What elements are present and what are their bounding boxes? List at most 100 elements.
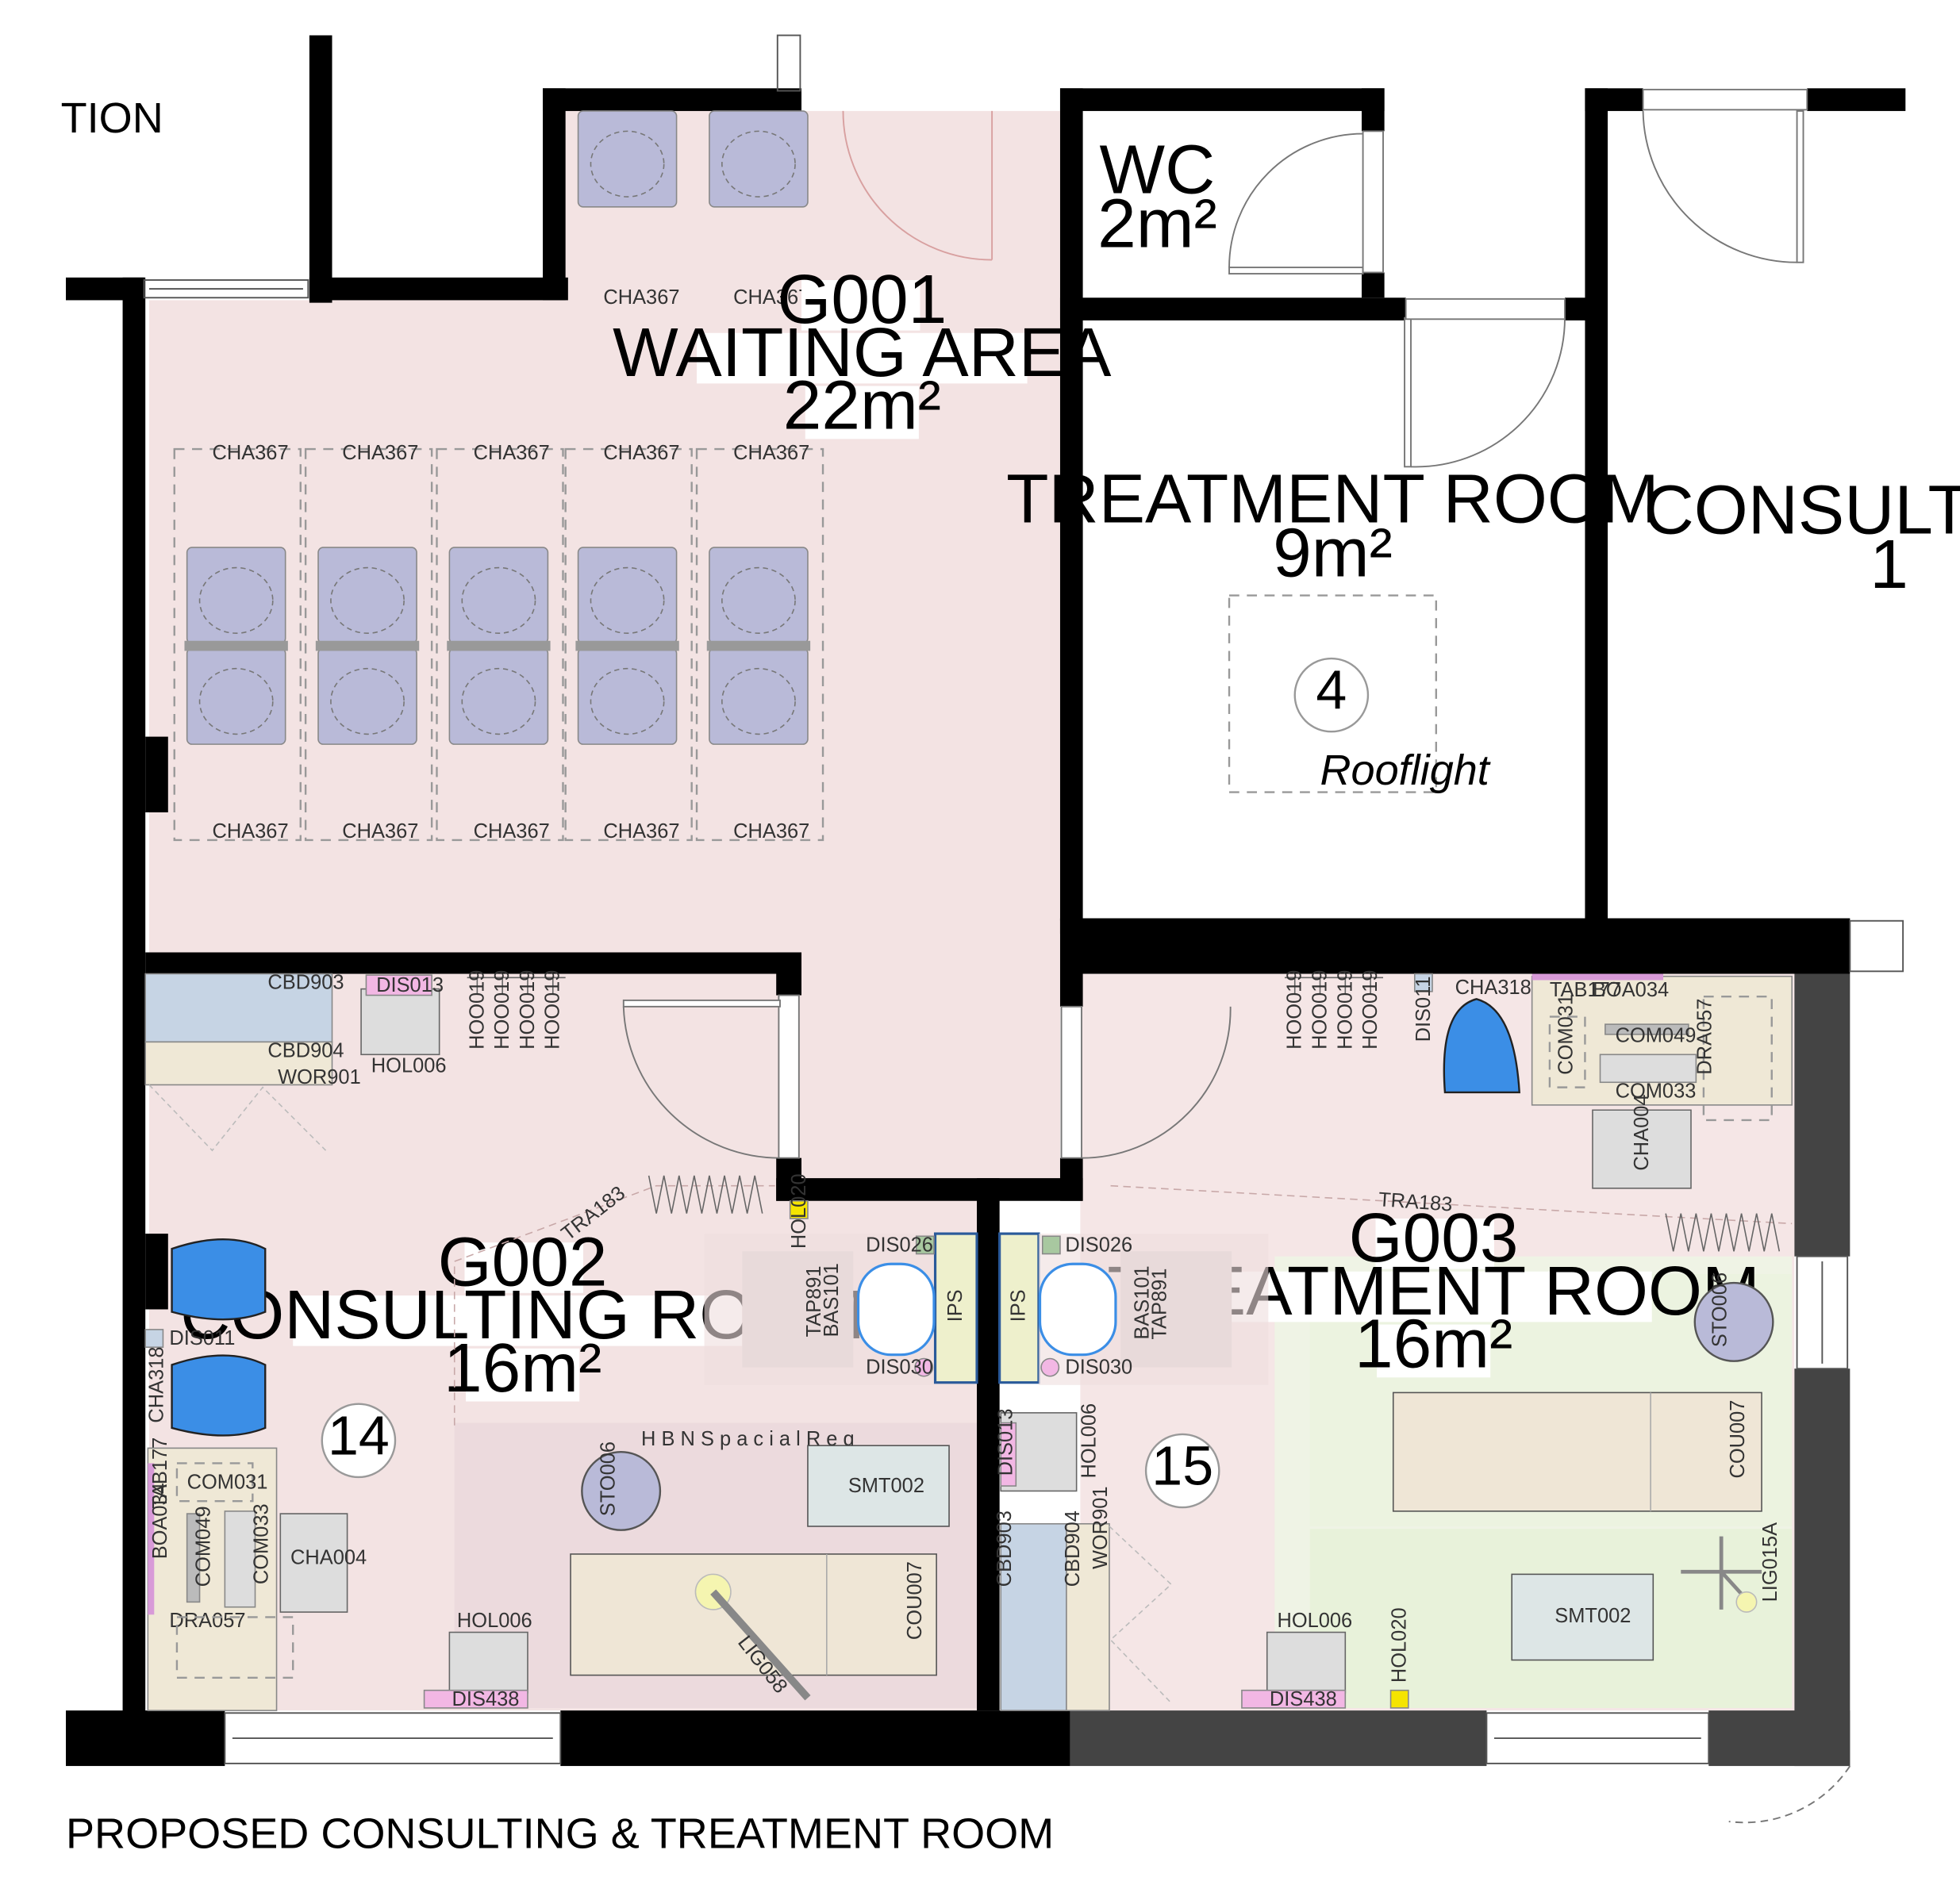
chair-label: CHA004 [1631, 1094, 1653, 1170]
chair-clearance-zone [173, 447, 302, 842]
wall [776, 1178, 1083, 1201]
chair-label: CHA318 [1455, 977, 1531, 999]
wall [1059, 88, 1385, 111]
g001-area: 22m² [783, 367, 941, 444]
wall [309, 35, 332, 303]
computer-label: COM031 [1555, 994, 1578, 1075]
curtain-label: TRA183 [1378, 1188, 1453, 1215]
lamp-head [1735, 1591, 1758, 1613]
cupboard [144, 973, 333, 1043]
chair-label: CHA367 [603, 820, 679, 843]
tap-zone [742, 1251, 854, 1368]
wall [1070, 1710, 1487, 1767]
wall [543, 88, 566, 301]
hook-label: HOO019 [491, 970, 513, 1050]
room-marker [1144, 1433, 1220, 1509]
door-frame [778, 994, 800, 1159]
trolley-label: SMT002 [848, 1475, 924, 1497]
chair-clearance-zone [695, 447, 824, 842]
chair-label: CHA367 [733, 442, 809, 464]
curtain [648, 1175, 763, 1214]
label-bg [293, 1295, 750, 1346]
tap-label: TAP891 [1149, 1269, 1171, 1340]
worktop [1066, 1522, 1110, 1711]
holder-wall [1389, 1689, 1409, 1709]
waiting-chair [317, 647, 417, 745]
hook-label: HOO019 [517, 970, 539, 1050]
couch-label: COU007 [1727, 1400, 1749, 1479]
walls [66, 35, 1906, 1767]
door-swing [842, 110, 993, 261]
stool [581, 1450, 662, 1531]
wall [1059, 1157, 1083, 1201]
dispenser-label: DIS030 [866, 1357, 933, 1379]
partial-consult-label: CONSULT [1644, 471, 1960, 549]
stool-label: STO006 [1709, 1272, 1731, 1347]
waiting-chair [186, 547, 286, 644]
worktop-label: WOR901 [278, 1066, 361, 1088]
visitor-chair [171, 1238, 267, 1321]
g002-code: G002 [438, 1223, 608, 1300]
window [1485, 1712, 1710, 1764]
wall [1807, 88, 1906, 111]
desk [1531, 975, 1793, 1106]
hook-label: HOO019 [542, 970, 564, 1050]
notice-board [148, 1463, 155, 1615]
monitor-label: COM049 [1616, 1024, 1697, 1046]
door-swing [1642, 110, 1797, 263]
dispenser-label: DIS438 [452, 1688, 520, 1710]
windows [143, 34, 1904, 1764]
hook-label: HOO019 [1309, 970, 1331, 1050]
cupboard-label: CBD903 [267, 972, 344, 994]
wall [543, 88, 802, 111]
waiting-chair [448, 547, 549, 644]
notice-board [1531, 973, 1664, 981]
board-label: BOA034 [1593, 979, 1669, 1001]
door-frame [1405, 297, 1566, 321]
chair-beam [184, 640, 288, 651]
label-bg [1377, 1324, 1491, 1378]
keyboard-label: COM033 [1616, 1080, 1697, 1102]
rooflight-marker-number: 4 [1316, 659, 1347, 721]
label-bg [1375, 1218, 1494, 1269]
basin [1038, 1262, 1117, 1357]
keyboard [224, 1510, 256, 1608]
rooflight-label: Rooflight [1320, 747, 1491, 794]
tap-zone [1120, 1251, 1232, 1368]
waiting-chair [317, 547, 417, 644]
wall [145, 736, 168, 812]
chair-label: CHA367 [733, 286, 809, 309]
waiting-chair [577, 647, 678, 745]
stool [1693, 1281, 1774, 1362]
wall [1585, 88, 1608, 921]
chair-label: CHA318 [145, 1346, 167, 1422]
door-swing [1228, 132, 1363, 268]
waiting-chair [577, 110, 678, 208]
g003-marker-number: 15 [1151, 1434, 1213, 1496]
wc-name: WC [1100, 130, 1216, 208]
wall [309, 277, 568, 301]
dispenser-label: DIS013 [376, 974, 444, 996]
chair-clearance-zone [304, 447, 433, 842]
treatment-room-name: TREATMENT ROOM [1006, 459, 1659, 537]
computer-unit [1548, 1015, 1586, 1088]
dispenser [1041, 1235, 1061, 1255]
label-bg [697, 332, 1028, 384]
rooflight-marker [1293, 657, 1370, 733]
chair-label: CHA367 [212, 820, 288, 843]
door-frame [1642, 88, 1808, 111]
window [1849, 919, 1904, 973]
dispenser [423, 1689, 528, 1709]
dispenser [365, 974, 432, 996]
door-frame [1362, 130, 1384, 274]
partial-consult-area: 1 [1870, 525, 1908, 603]
rooflight-outline [1228, 594, 1437, 793]
label-bg [466, 1348, 580, 1402]
waiting-chair-occupant-outline [330, 667, 405, 735]
doors [622, 88, 1851, 1824]
dispenser [1000, 1422, 1017, 1487]
wall [1708, 1710, 1850, 1767]
door-swing [622, 1006, 780, 1159]
waiting-chair [709, 647, 809, 745]
